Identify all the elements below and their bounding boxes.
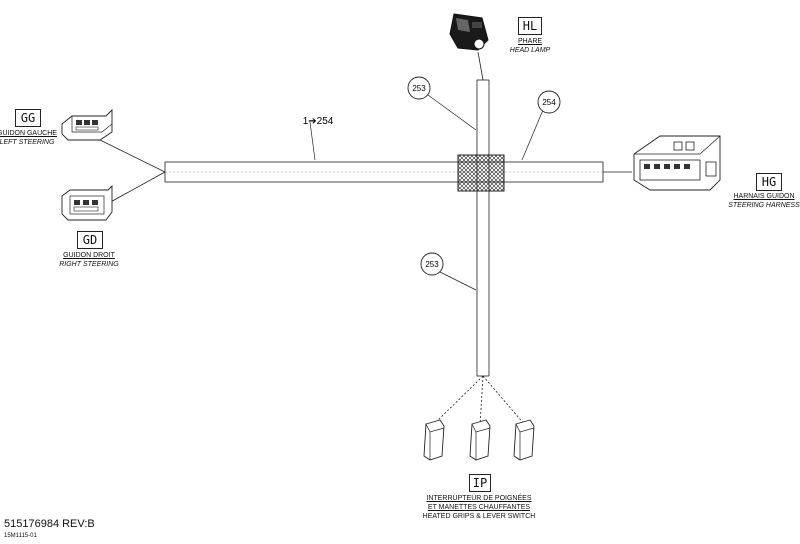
headlamp-connector-drawing	[449, 13, 489, 51]
gg-code-box: GG	[15, 109, 41, 127]
hg-code-box: HG	[756, 173, 782, 191]
gg-label: GUIDON GAUCHE LEFT STEERING	[0, 129, 57, 147]
ip-label: INTERRUPTEUR DE POIGNÉES ET MANETTES CHA…	[409, 494, 549, 521]
drawing-code: 15M1115-01	[4, 533, 37, 539]
main-harness-trunk	[164, 161, 604, 183]
hg-connector-drawing	[633, 135, 721, 191]
headlamp-wire	[477, 51, 484, 81]
hl-code-box: HL	[518, 17, 542, 35]
ip-name-fr-2: ET MANETTES CHAUFFANTES	[427, 504, 531, 511]
hg-name-fr: HARNAIS GUIDON	[733, 193, 795, 200]
callout-upper-text: 253	[412, 84, 426, 93]
callout-lower-text: 253	[425, 260, 439, 269]
ip-connector-right	[513, 419, 535, 461]
callout-main-range: 1➔254	[303, 116, 334, 127]
ip-connector-middle	[469, 419, 491, 461]
callout-circle-lower: 253	[420, 252, 444, 276]
gd-name-fr: GUIDON DROIT	[63, 252, 115, 259]
hg-label: HARNAIS GUIDON STEERING HARNESS	[728, 192, 800, 210]
hl-name-fr: PHARE	[517, 38, 543, 45]
callout-leaders	[309, 94, 544, 291]
callout-circle-right: 254	[537, 90, 561, 114]
part-number: 515176984 REV:B	[4, 518, 95, 530]
ip-name-en: HEATED GRIPS & LEVER SWITCH	[422, 513, 536, 520]
gd-label: GUIDON DROIT RIGHT STEERING	[59, 251, 119, 269]
hg-name-en: STEERING HARNESS	[728, 202, 800, 209]
gg-name-fr: GUIDON GAUCHE	[0, 130, 57, 137]
gg-connector-drawing	[61, 108, 113, 141]
harness-junction	[457, 154, 505, 192]
hl-name-en: HEAD LAMP	[509, 47, 551, 54]
ip-connector-left	[423, 419, 445, 461]
ip-code-box: IP	[469, 474, 491, 492]
hl-label: PHARE HEAD LAMP	[500, 37, 560, 55]
gg-name-en: LEFT STEERING	[0, 139, 55, 146]
gd-name-en: RIGHT STEERING	[59, 261, 119, 268]
gd-code-box: GD	[77, 231, 103, 249]
callout-circle-upper: 253	[407, 76, 431, 100]
callout-right-text: 254	[542, 98, 556, 107]
ip-name-fr-1: INTERRUPTEUR DE POIGNÉES	[426, 495, 532, 502]
ip-branch-wires	[432, 375, 526, 426]
vertical-harness-trunk	[476, 79, 490, 377]
gd-connector-drawing	[61, 184, 113, 221]
